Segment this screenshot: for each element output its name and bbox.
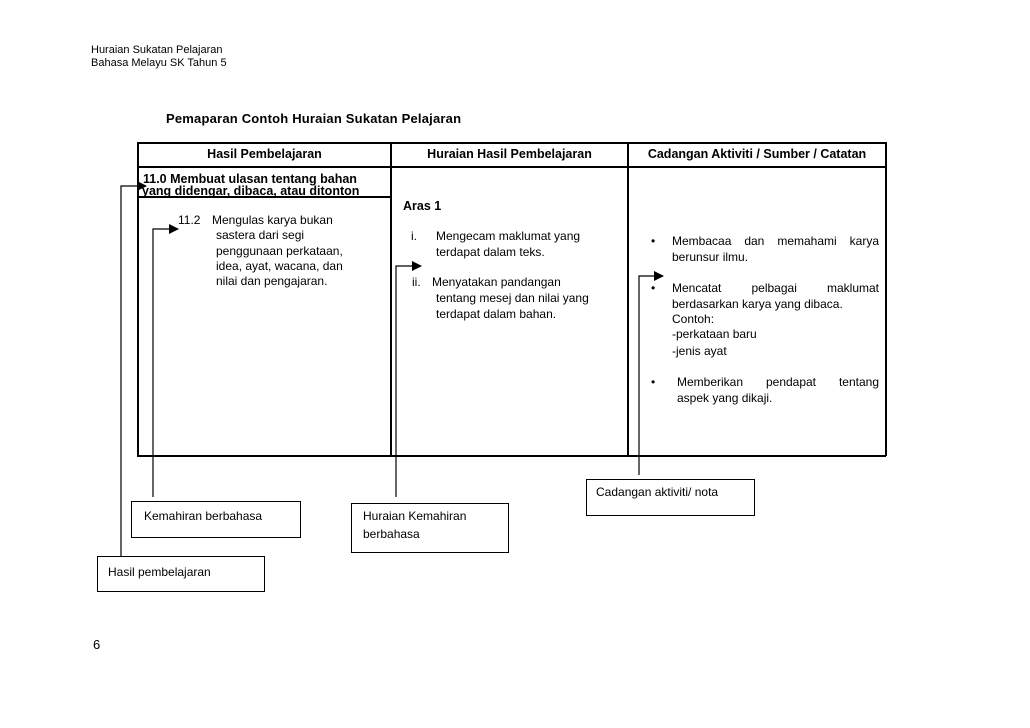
column-divider-1 bbox=[390, 142, 392, 456]
page-title: Pemaparan Contoh Huraian Sukatan Pelajar… bbox=[166, 111, 462, 126]
column-header-huraian: Huraian Hasil Pembelajaran bbox=[427, 147, 592, 161]
bullet-3: • bbox=[651, 375, 656, 389]
arrow-cadangan-aktiviti bbox=[638, 271, 664, 475]
activity-2-line-4: -perkataan baru bbox=[672, 327, 757, 341]
arrow-kemahiran-berbahasa bbox=[152, 224, 179, 497]
table-border-top bbox=[137, 142, 886, 144]
header-line-2: Bahasa Melayu SK Tahun 5 bbox=[91, 57, 227, 69]
header-line-1: Huraian Sukatan Pelajaran bbox=[91, 44, 223, 56]
label-kemahiran-text: Kemahiran berbahasa bbox=[144, 509, 263, 523]
label-box-cadangan: Cadangan aktiviti/ nota bbox=[586, 479, 755, 516]
activity-1-line-2: berunsur ilmu. bbox=[672, 250, 749, 264]
page-number: 6 bbox=[93, 637, 101, 652]
sub-outcome-line-4: idea, ayat, wacana, dan bbox=[216, 259, 343, 273]
column-header-cadangan: Cadangan Aktiviti / Sumber / Catatan bbox=[647, 147, 867, 161]
bullet-2: • bbox=[651, 281, 656, 295]
header-divider bbox=[137, 166, 886, 168]
label-box-kemahiran: Kemahiran berbahasa bbox=[131, 501, 301, 538]
label-cadangan-text: Cadangan aktiviti/ nota bbox=[596, 485, 719, 499]
document-header: Huraian Sukatan Pelajaran Bahasa Melayu … bbox=[91, 44, 227, 70]
bullet-1: • bbox=[651, 234, 656, 248]
activity-2-line-5: -jenis ayat bbox=[672, 344, 727, 358]
item-2-line-3: terdapat dalam bahan. bbox=[436, 307, 557, 321]
item-2-line-1: Menyatakan pandangan bbox=[432, 275, 561, 289]
label-huraian-line-1: Huraian Kemahiran bbox=[363, 509, 467, 523]
item-2-line-2: tentang mesej dan nilai yang bbox=[436, 291, 589, 305]
arrow-hasil-pembelajaran bbox=[120, 181, 147, 556]
item-1-line-1: Mengecam maklumat yang bbox=[436, 229, 581, 243]
level-label: Aras 1 bbox=[403, 199, 442, 213]
item-1-line-2: terdapat dalam teks. bbox=[436, 245, 545, 259]
activity-2-line-3: Contoh: bbox=[672, 312, 715, 326]
label-huraian-line-2: berbahasa bbox=[363, 527, 420, 541]
activity-3-line-1: Memberikan pendapat tentang bbox=[677, 375, 879, 389]
arrow-huraian-kemahiran bbox=[395, 261, 422, 497]
main-outcome-line-2: yang didengar, dibaca, atau ditonton bbox=[142, 184, 360, 198]
column-divider-2 bbox=[627, 142, 629, 456]
item-2-number: ii. bbox=[412, 275, 421, 289]
table-border-bottom bbox=[137, 455, 886, 457]
sub-outcome-line-5: nilai dan pengajaran. bbox=[216, 274, 328, 288]
main-outcome-line-1: 11.0 Membuat ulasan tentang bahan bbox=[143, 172, 357, 186]
table-border-left bbox=[137, 142, 139, 456]
sub-outcome-line-2: sastera dari segi bbox=[216, 228, 305, 242]
activity-3-line-2: aspek yang dikaji. bbox=[677, 391, 773, 405]
activity-2-line-1: Mencatat pelbagai maklumat bbox=[672, 281, 879, 295]
label-box-hasil: Hasil pembelajaran bbox=[97, 556, 265, 592]
label-hasil-text: Hasil pembelajaran bbox=[108, 565, 211, 579]
table-border-right bbox=[885, 142, 887, 456]
sub-outcome-line-3: penggunaan perkataan, bbox=[216, 244, 343, 258]
label-box-huraian: Huraian Kemahiran berbahasa bbox=[351, 503, 509, 553]
activity-1-line-1: Membacaa dan memahami karya bbox=[672, 234, 879, 248]
item-1-number: i. bbox=[411, 229, 417, 243]
activity-2-line-2: berdasarkan karya yang dibaca. bbox=[672, 297, 843, 311]
column-header-hasil: Hasil Pembelajaran bbox=[207, 147, 322, 161]
sub-outcome-line-1: Mengulas karya bukan bbox=[212, 213, 333, 227]
sub-outcome-number: 11.2 bbox=[178, 213, 201, 227]
col1-header-underline bbox=[137, 196, 391, 198]
